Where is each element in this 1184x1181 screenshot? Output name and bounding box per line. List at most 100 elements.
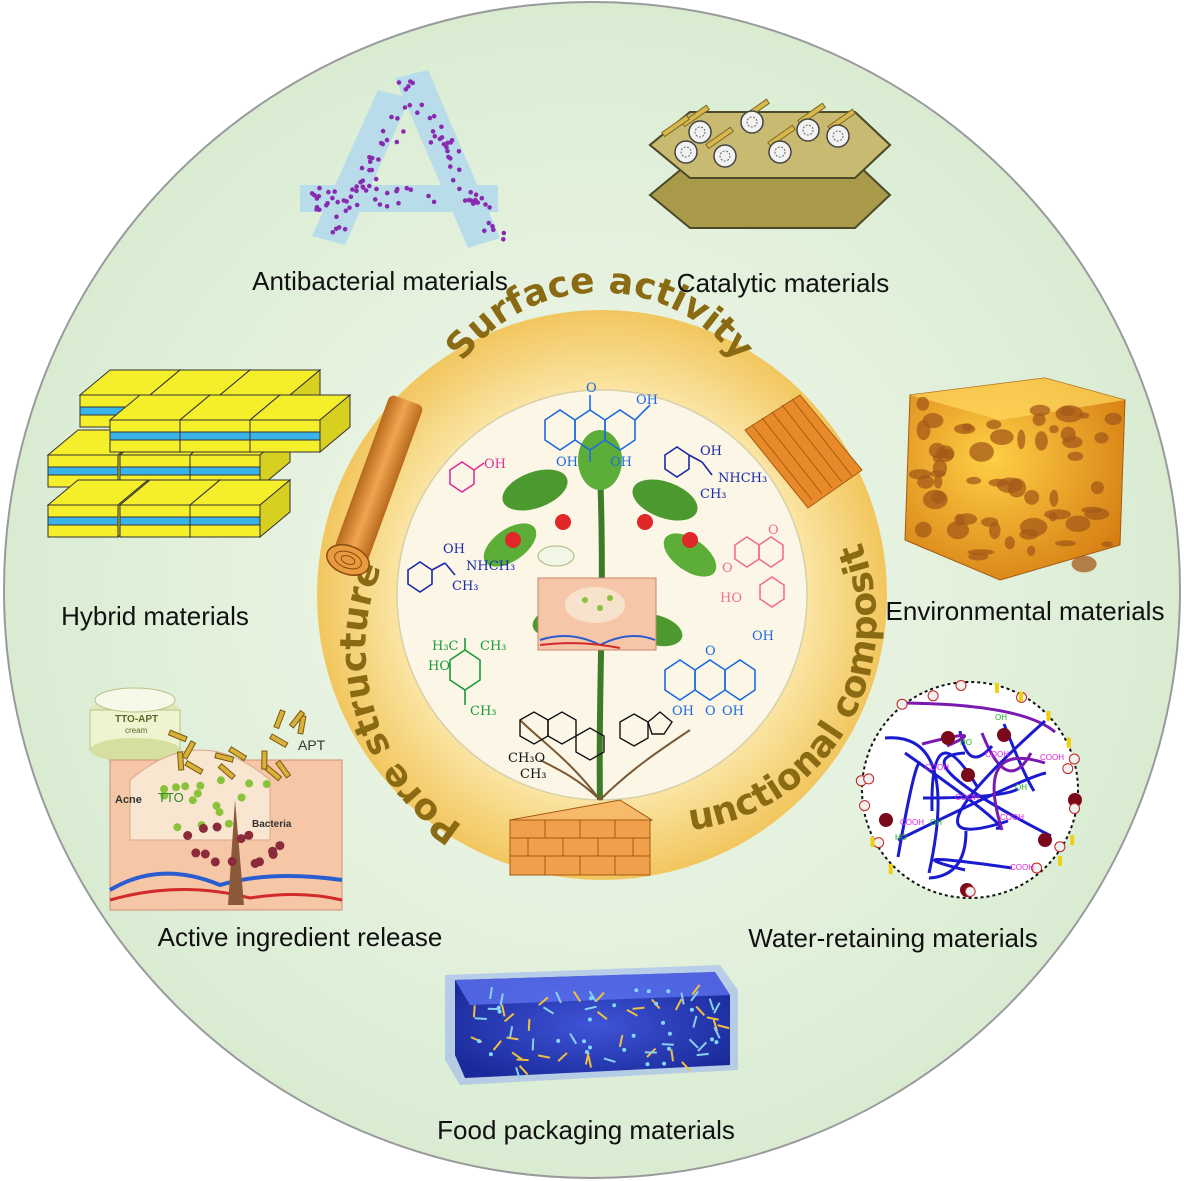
antibacterial-dot	[389, 114, 394, 120]
antibacterial-dot	[415, 110, 420, 115]
food-filler-dot	[612, 1003, 617, 1008]
sponge-pore	[986, 419, 1002, 430]
antibacterial-dot	[501, 237, 506, 242]
catalytic-sphere	[674, 140, 698, 164]
network-cooh-6: COOH	[900, 818, 924, 827]
antibacterial-dot	[359, 165, 365, 171]
chem-label-menthol-ch3-top: CH₃	[480, 639, 507, 654]
network-cooh-7: COOH	[1010, 863, 1034, 872]
apt-particle	[275, 759, 292, 779]
chem-label-eph2-oh: OH	[443, 542, 465, 557]
bacteria-particle	[227, 856, 237, 866]
antibacterial-dot	[384, 137, 390, 143]
hybrid-layer-blue	[47, 516, 119, 526]
antibacterial-dot	[373, 176, 379, 182]
catalytic-sphere	[768, 140, 792, 164]
hybrid-illustration	[46, 368, 352, 539]
tto-droplet	[212, 801, 221, 810]
tto-label: TTO	[158, 790, 184, 805]
surface-particle	[1058, 855, 1062, 866]
antibacterial-dot	[487, 205, 492, 210]
food-filler-rod	[595, 991, 605, 1003]
network-cooh-5: COOH	[1000, 813, 1024, 822]
antibacterial-dot	[486, 220, 492, 226]
food-filler-dot	[661, 1020, 665, 1025]
food-filler-dot	[496, 1005, 501, 1010]
antibacterial-dot	[457, 186, 462, 192]
chem-ephedrine-left	[407, 561, 456, 593]
bacteria-particle	[268, 846, 278, 856]
food-filler-dot	[556, 1038, 561, 1043]
network-ho-2: HO	[895, 833, 907, 842]
food-filler-rod	[503, 1012, 515, 1023]
apt-particle	[261, 750, 268, 770]
chem-label-aqb-o2: O	[705, 704, 716, 719]
food-filler-dot	[634, 988, 639, 993]
hybrid-layer-yellow	[119, 454, 191, 468]
sponge-pore	[967, 549, 995, 556]
food-filler-rod	[515, 1067, 521, 1080]
environmental-illustration	[904, 377, 1126, 581]
antibacterial-dot	[378, 140, 384, 146]
antibacterial-dot	[325, 201, 330, 206]
polymer-chain	[992, 756, 1046, 831]
active-release-illustration	[89, 687, 343, 911]
network-ho-1: HO	[960, 738, 972, 747]
antibacterial-dot	[410, 80, 416, 86]
food-filler-rod	[531, 1038, 535, 1051]
antibacterial-dot	[437, 136, 443, 142]
hybrid-layer-yellow	[47, 504, 119, 518]
food-filler-rod	[713, 1027, 721, 1039]
food-filler-dot	[497, 1009, 502, 1014]
surface-particle	[995, 682, 999, 693]
apt-particle	[269, 733, 289, 749]
antibacterial-dot	[501, 230, 507, 236]
sponge-pore	[1029, 404, 1051, 416]
catalytic-rod	[661, 114, 690, 138]
food-filler-rod	[644, 1051, 657, 1054]
antibacterial-dot	[402, 105, 408, 110]
water-molecule	[1069, 803, 1080, 814]
apt-particle	[217, 762, 236, 780]
tto-droplet	[160, 791, 169, 800]
apt-particle	[167, 729, 188, 743]
food-filler-rod	[511, 1051, 523, 1061]
food-filler-dot	[667, 1031, 672, 1036]
bacteria-particle	[244, 830, 254, 840]
bacteria-particle	[198, 823, 208, 833]
food-filler-rod	[688, 1038, 699, 1049]
catalytic-sphere	[826, 124, 850, 148]
food-filler-rod	[712, 1019, 719, 1032]
sponge-pore	[930, 470, 946, 478]
food-filler-rod	[632, 1006, 645, 1010]
antibacterial-dot	[396, 200, 401, 206]
chem-label-aqb-oh: OH	[752, 629, 774, 644]
antibacterial-dot	[367, 183, 372, 189]
antibacterial-dot	[354, 184, 359, 189]
catalytic-sphere	[740, 110, 764, 134]
crosslink-node	[879, 813, 893, 827]
antibacterial-dot	[395, 116, 400, 121]
apt-particle	[214, 752, 235, 763]
antibacterial-dot	[473, 197, 478, 203]
tto-droplet	[215, 808, 224, 817]
food-filler-dot	[710, 1037, 714, 1042]
food-packaging-illustration	[445, 965, 738, 1085]
food-filler-rod	[537, 1054, 551, 1059]
sponge-pore	[1032, 413, 1046, 427]
antibacterial-dot	[367, 159, 373, 164]
antibacterial-dot	[326, 189, 331, 195]
catalytic-sphere	[688, 120, 712, 144]
chem-label-oh-top: OH	[636, 393, 658, 408]
food-filler-rod	[588, 990, 597, 1003]
surface-particle	[1019, 691, 1023, 702]
food-filler-rod	[690, 990, 700, 1002]
antibacterial-dot	[432, 133, 438, 139]
chem-label-eph2-nhch3: NHCH₃	[466, 559, 515, 574]
catalytic-sphere-core	[802, 124, 814, 136]
tto-droplet	[173, 823, 182, 832]
antibacterial-dot	[335, 199, 341, 205]
antibacterial-dot	[395, 186, 400, 192]
sponge-pore	[1044, 509, 1072, 520]
antibacterial-dot	[439, 124, 444, 130]
